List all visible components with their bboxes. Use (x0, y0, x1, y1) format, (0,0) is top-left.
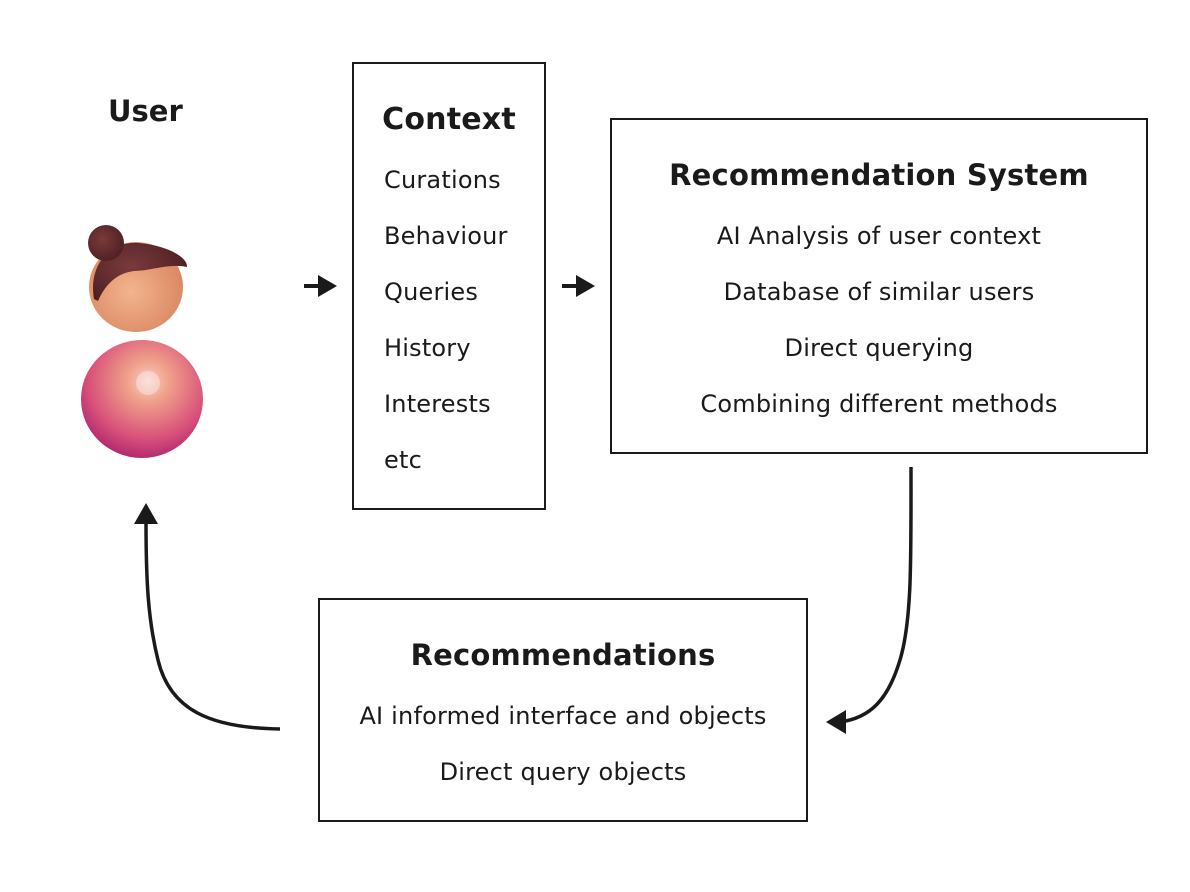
avatar-body (81, 340, 203, 458)
arrow-recsys-to-recommendations (826, 466, 913, 734)
user-avatar-icon (81, 225, 203, 458)
user-label: User (108, 94, 183, 128)
avatar-hair-bun (88, 225, 124, 261)
recommendation-system-box: Recommendation System AI Analysis of use… (610, 118, 1148, 454)
recommendation-system-item: AI Analysis of user context (716, 222, 1042, 250)
context-title: Context (382, 102, 516, 137)
context-box: Context Curations Behaviour Queries Hist… (352, 62, 546, 510)
recommendation-system-item: Database of similar users (723, 278, 1035, 306)
recommendation-system-item: Direct querying (784, 334, 974, 362)
recommendations-item: AI informed interface and objects (359, 702, 767, 730)
recommendation-system-item: Combining different methods (700, 390, 1058, 418)
context-item: etc (384, 446, 422, 474)
context-item: Interests (384, 390, 491, 418)
recommendations-item: Direct query objects (439, 758, 687, 786)
context-item: History (384, 334, 471, 362)
context-item: Curations (384, 166, 501, 194)
arrow-recommendations-to-user (134, 503, 281, 731)
recommendation-system-items: AI Analysis of user context Database of … (612, 220, 1146, 444)
arrow-context-to-recsys (562, 275, 595, 297)
context-items: Curations Behaviour Queries History Inte… (384, 164, 508, 500)
context-item: Behaviour (384, 222, 508, 250)
recommendations-box: Recommendations AI informed interface an… (318, 598, 808, 822)
context-item: Queries (384, 278, 479, 306)
recommendations-items: AI informed interface and objects Direct… (320, 700, 806, 812)
recommendations-title: Recommendations (410, 638, 716, 672)
recommendation-system-title: Recommendation System (669, 158, 1089, 192)
arrow-user-to-context (304, 275, 337, 297)
